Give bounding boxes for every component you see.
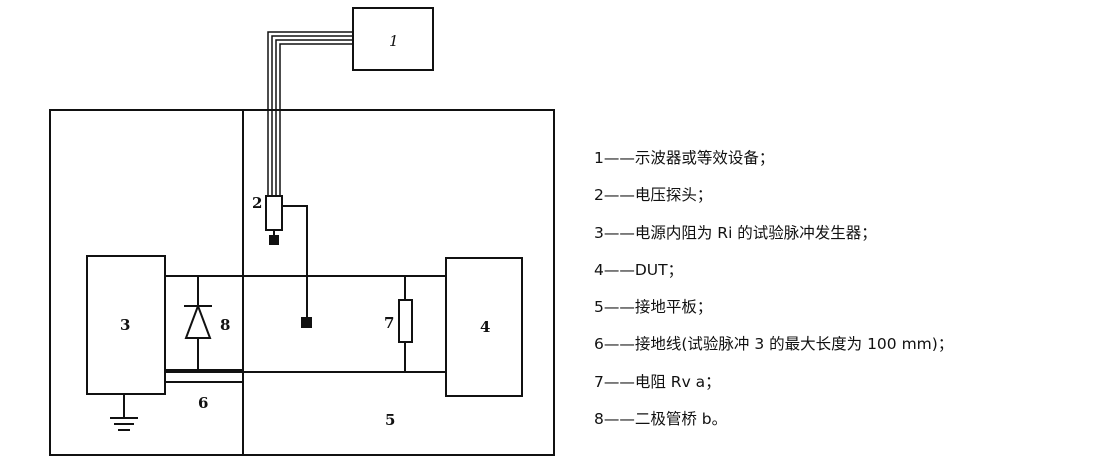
legend-item: 8——二极管桥 b。 (594, 401, 953, 438)
ground-symbol (110, 394, 138, 431)
label-voltage-probe: 2 (252, 194, 262, 212)
label-oscilloscope: 1 (389, 32, 399, 50)
legend-item: 7——电阻 Rv a； (594, 364, 953, 401)
label-pulse-generator: 3 (120, 316, 130, 334)
probe-cable (267, 31, 353, 196)
legend-item: 4——DUT； (594, 252, 953, 289)
legend: 1——示波器或等效设备； 2——电压探头； 3——电源内阻为 Ri 的试验脉冲发… (594, 140, 953, 438)
legend-text: 接地线(试验脉冲 3 的最大长度为 100 mm)； (634, 335, 954, 354)
legend-item: 6——接地线(试验脉冲 3 的最大长度为 100 mm)； (594, 326, 953, 363)
legend-dash: —— (603, 298, 635, 317)
legend-text: 电源内阻为 Ri 的试验脉冲发生器； (634, 223, 877, 242)
dut-box (445, 257, 523, 397)
legend-text: 电压探头； (634, 186, 713, 205)
legend-number: 2 (594, 186, 604, 205)
label-ground-wire: 6 (198, 394, 208, 412)
legend-text: 接地平板； (634, 298, 713, 317)
legend-number: 1 (594, 149, 604, 167)
label-resistor: 7 (384, 314, 394, 332)
legend-dash: —— (603, 410, 635, 429)
legend-dash: —— (603, 260, 635, 279)
legend-number: 4 (594, 260, 604, 279)
legend-dash: —— (603, 335, 635, 354)
legend-number: 7 (594, 372, 604, 391)
legend-text: 二极管桥 b。 (634, 410, 728, 429)
legend-dash: —— (603, 223, 635, 242)
legend-number: 8 (594, 410, 604, 429)
probe-ground-clip (301, 317, 312, 328)
probe-ground-lead (282, 205, 308, 318)
legend-number: 3 (594, 223, 604, 242)
pulse-generator-box (86, 255, 166, 395)
legend-item: 2——电压探头； (594, 177, 953, 214)
legend-dash: —— (603, 186, 635, 205)
legend-item: 1——示波器或等效设备； (594, 140, 953, 177)
legend-text: 电阻 Rv a； (634, 372, 721, 391)
legend-dash: —— (603, 149, 635, 167)
legend-item: 5——接地平板； (594, 289, 953, 326)
label-ground-plane: 5 (385, 411, 395, 429)
diode-bridge (184, 276, 212, 372)
probe-tip (269, 235, 279, 245)
voltage-probe-body (265, 195, 283, 231)
ground-plane-frame (49, 109, 555, 456)
oscilloscope-box (352, 7, 434, 71)
label-dut: 4 (480, 318, 490, 336)
resistor (398, 276, 413, 372)
legend-item: 3——电源内阻为 Ri 的试验脉冲发生器； (594, 215, 953, 252)
legend-number: 6 (594, 335, 604, 354)
legend-text: 示波器或等效设备； (634, 149, 775, 167)
label-diode-bridge: 8 (220, 316, 230, 334)
legend-number: 5 (594, 298, 604, 317)
legend-dash: —— (603, 372, 635, 391)
legend-text: DUT； (634, 260, 684, 279)
test-setup-diagram: 1 2 3 4 5 6 7 8 (49, 7, 555, 456)
